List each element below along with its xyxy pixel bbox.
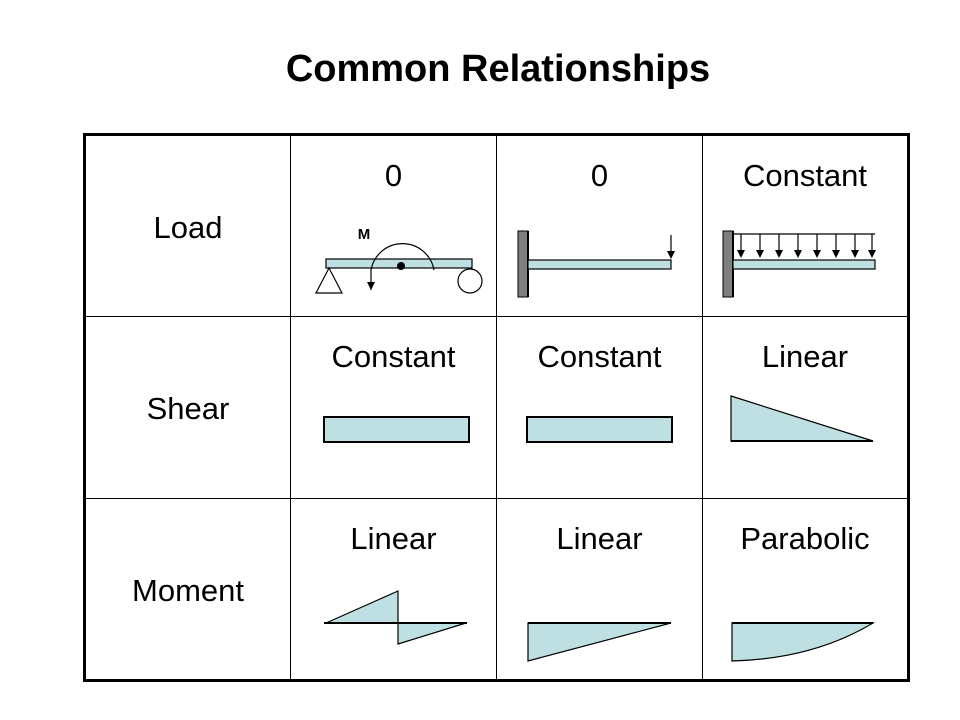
cell-moment-linear-1: Linear	[290, 498, 497, 681]
distributed-load-arrows	[737, 234, 876, 258]
table-row-shear: Shear Constant Constant Linear	[84, 316, 909, 499]
moment-label: M	[358, 226, 371, 243]
cell-load-cantilever-point: 0	[496, 134, 703, 317]
cell-value: 0	[384, 158, 403, 193]
beam	[325, 258, 473, 269]
row-label-cell: Load	[84, 134, 291, 317]
cell-shear-linear: Linear	[702, 316, 909, 499]
cell-value: Constant	[742, 158, 868, 193]
moment-triangle	[527, 622, 672, 662]
row-label-moment: Moment	[132, 573, 244, 608]
cell-value: Linear	[761, 339, 849, 374]
cell-value: 0	[590, 158, 609, 193]
cell-moment-parabolic: Parabolic	[702, 498, 909, 681]
cell-value: Constant	[331, 339, 456, 374]
moment-positive-triangle	[325, 590, 399, 624]
shear-triangle	[730, 395, 874, 442]
row-label-cell: Moment	[84, 498, 291, 681]
cell-value: Linear	[556, 521, 643, 556]
shear-rectangle	[526, 416, 673, 443]
moment-parabola	[731, 622, 876, 662]
cell-moment-linear-2: Linear	[496, 498, 703, 681]
shear-rectangle	[323, 416, 470, 443]
moment-arrowhead-icon	[367, 282, 375, 290]
page-title: Common Relationships	[285, 48, 711, 90]
cell-value: Constant	[537, 339, 662, 374]
table-row-moment: Moment Linear Linear Parabolic	[84, 498, 909, 681]
row-label-shear: Shear	[146, 391, 230, 426]
cell-shear-constant-1: Constant	[290, 316, 497, 499]
beam	[732, 259, 876, 270]
beam	[527, 259, 672, 270]
cell-load-point-moment: 0 M	[290, 134, 497, 317]
arrowhead-icon	[667, 251, 675, 259]
pin-support-icon	[315, 266, 343, 294]
cell-shear-constant-2: Constant	[496, 316, 703, 499]
cell-value: Parabolic	[740, 521, 870, 556]
roller-support-icon	[457, 268, 483, 294]
moment-negative-triangle	[397, 622, 467, 645]
relationships-table: Load 0 M 0 Consta	[83, 133, 910, 682]
fixed-wall	[722, 230, 734, 298]
row-label-load: Load	[153, 210, 223, 245]
fixed-wall	[517, 230, 529, 298]
cell-value: Linear	[350, 521, 437, 556]
table-row-load: Load 0 M 0 Consta	[84, 134, 909, 317]
moment-arc	[370, 243, 435, 290]
moment-point-dot	[397, 262, 405, 270]
cell-load-cantilever-distributed: Constant	[702, 134, 909, 317]
row-label-cell: Shear	[84, 316, 291, 499]
